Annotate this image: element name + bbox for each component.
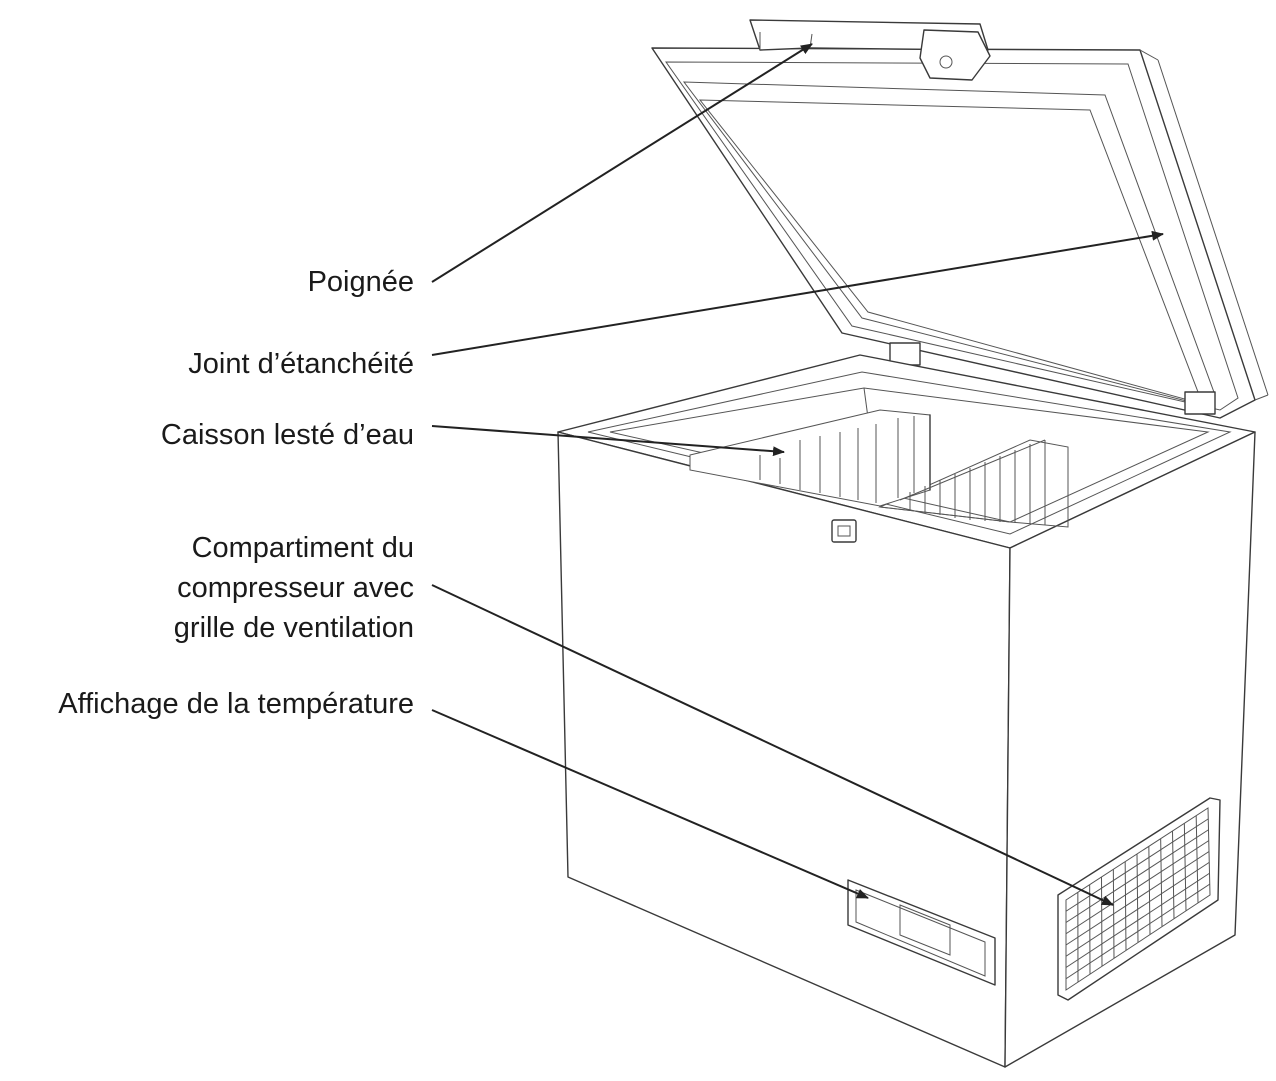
label-compressor: Compartiment du compresseur avec grille … — [174, 528, 414, 648]
label-compressor-line-1: Compartiment du — [174, 528, 414, 568]
label-handle: Poignée — [308, 262, 414, 302]
label-seal: Joint d’étanchéité — [188, 344, 414, 384]
label-compressor-line-3: grille de ventilation — [174, 608, 414, 648]
label-ballast: Caisson lesté d’eau — [161, 415, 414, 455]
lid — [652, 48, 1268, 418]
label-compressor-line-2: compresseur avec — [174, 568, 414, 608]
label-display: Affichage de la température — [58, 684, 414, 724]
